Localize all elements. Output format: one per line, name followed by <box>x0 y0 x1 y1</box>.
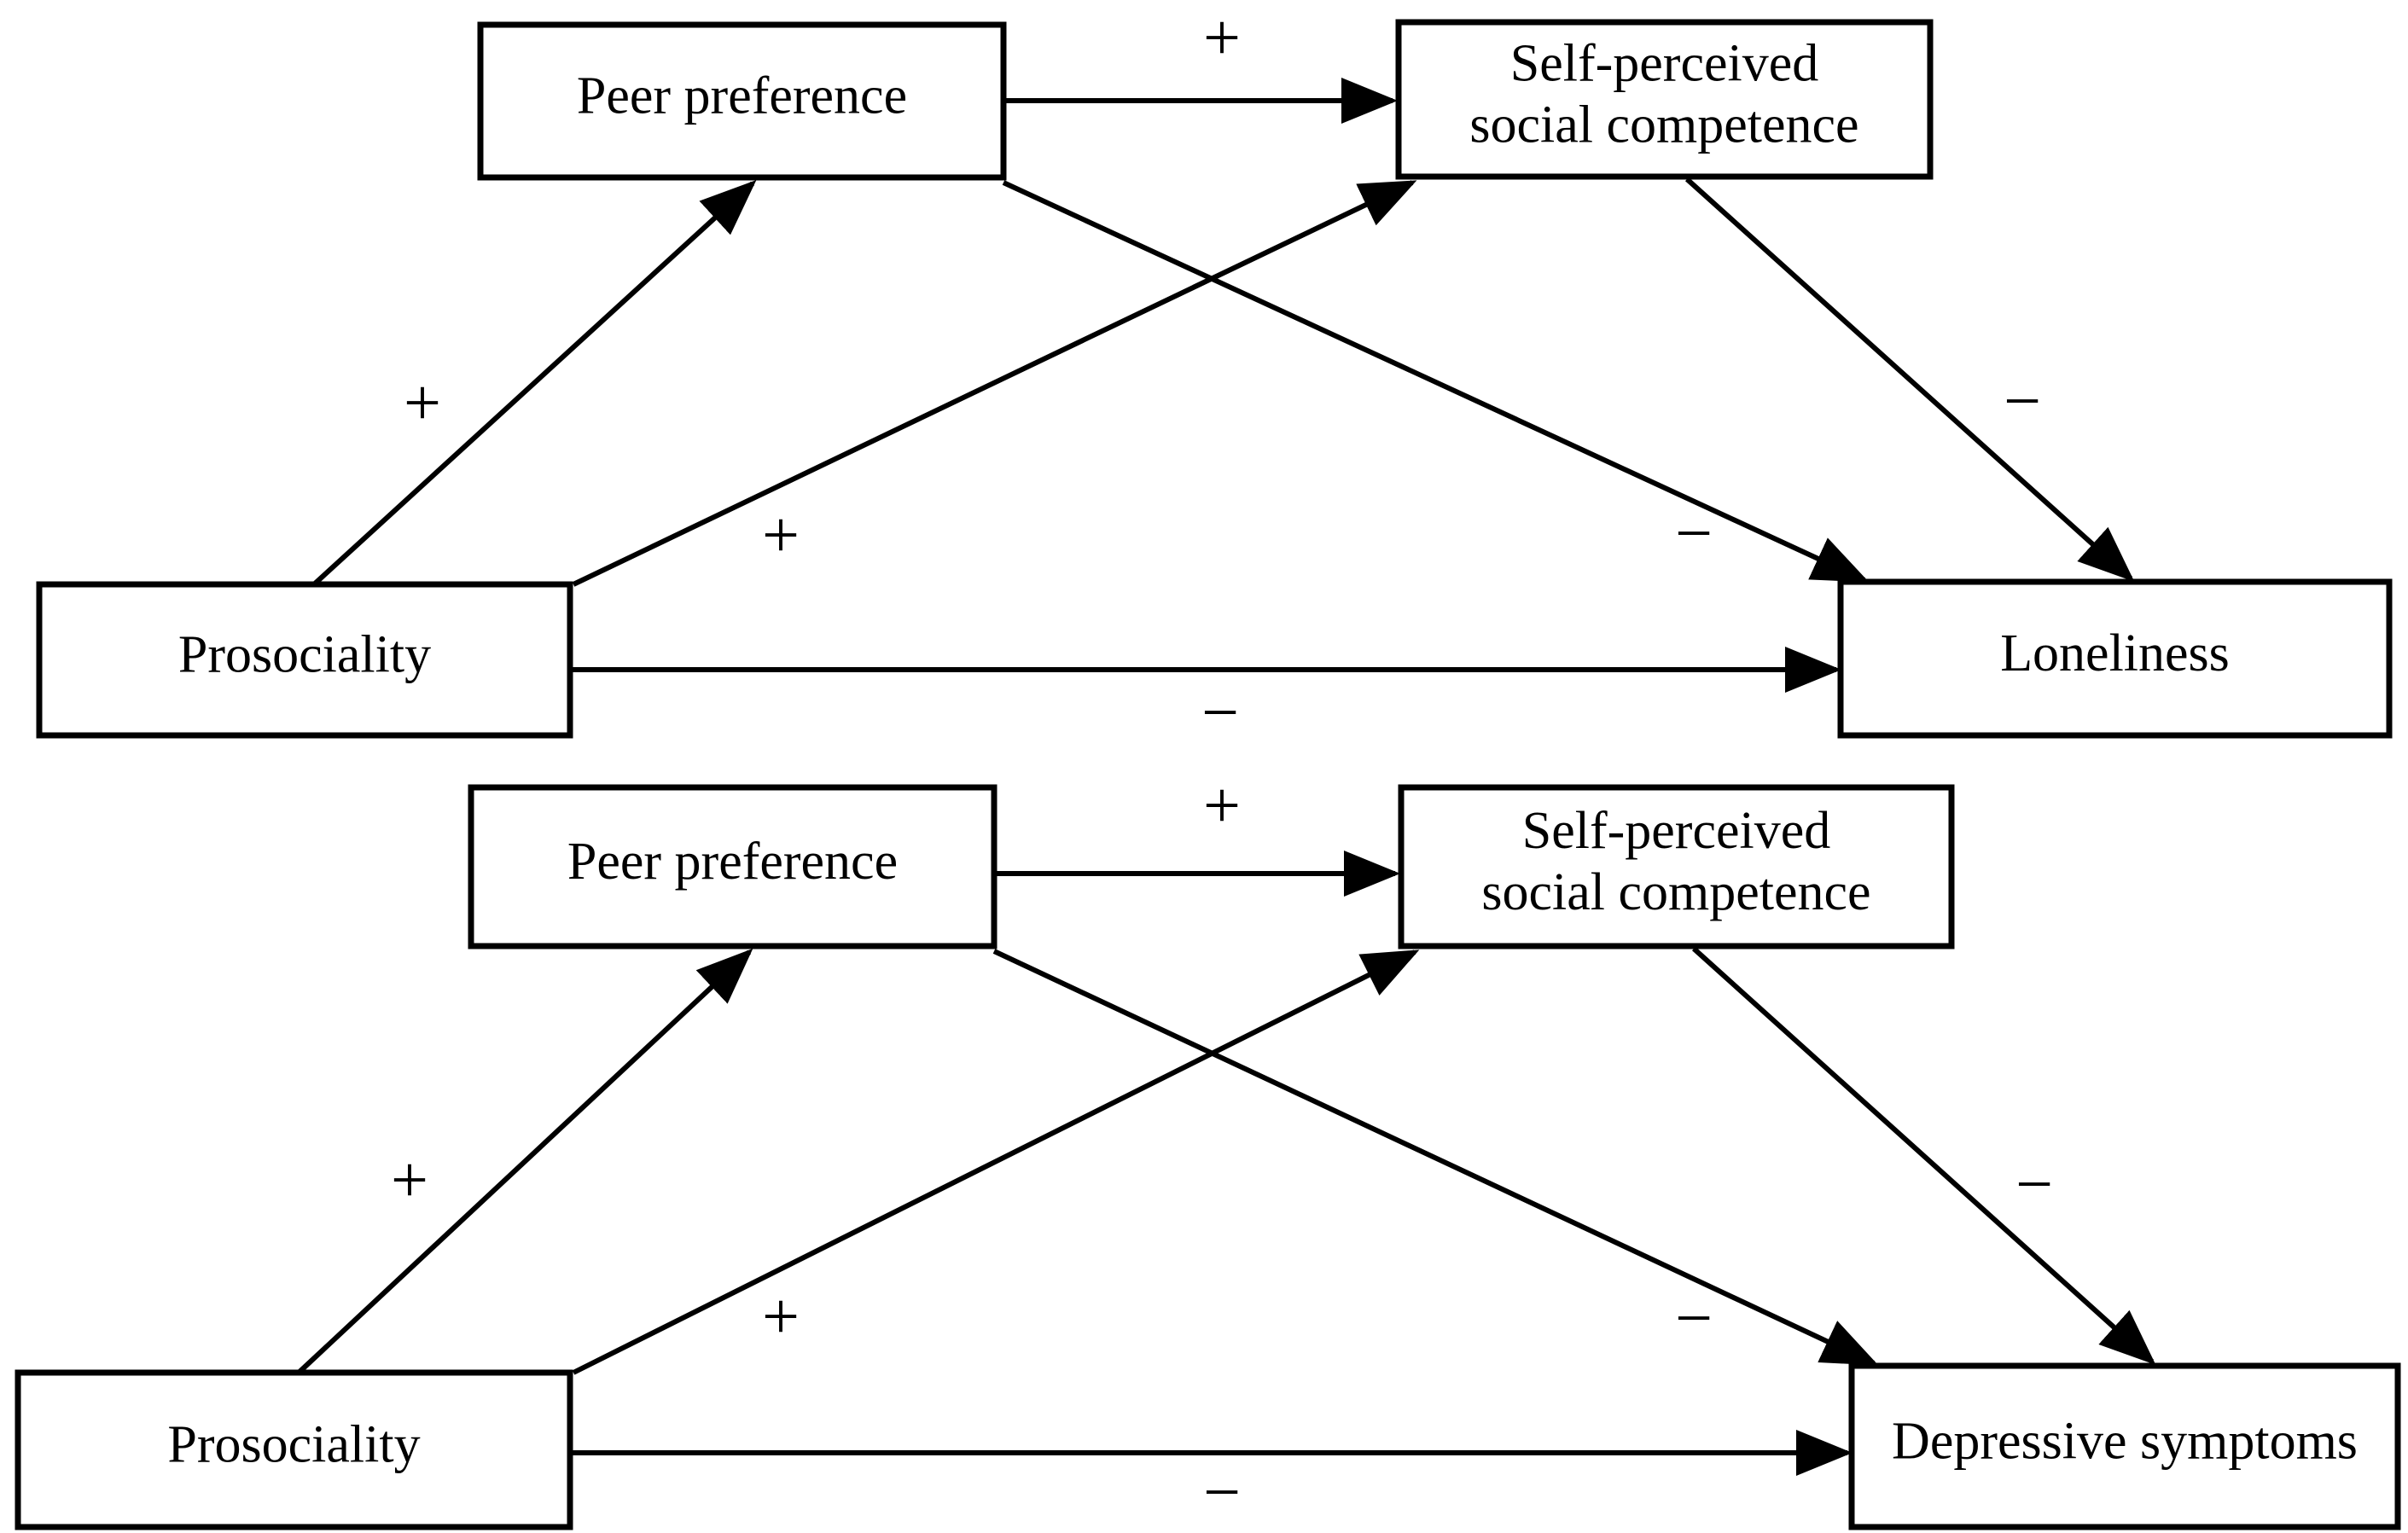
node-prosociality: Prosociality <box>36 581 573 739</box>
path-sign-prosociality-to-peer-preference: + <box>404 365 441 439</box>
node-box-prosociality-2 <box>15 1369 573 1530</box>
path-arrow-prosociality-to-self-perceived-2 <box>572 949 1420 1375</box>
path-arrow-prosociality-to-peer-preference <box>311 179 757 587</box>
path-sign-prosociality-to-self-perceived-2: + <box>762 1279 800 1353</box>
path-arrow-self-perceived-to-depressive <box>1691 946 2156 1366</box>
signs-layer: + + + − − − + + + − − − <box>391 0 2053 1529</box>
node-peer-preference: Peer preference <box>477 21 1007 181</box>
path-arrow-self-perceived-to-loneliness <box>1684 177 2135 583</box>
node-label-peer-preference: Peer preference <box>577 67 907 125</box>
path-sign-peer-preference-to-depressive: − <box>1675 1280 1713 1355</box>
path-arrow-peer-preference-to-loneliness <box>1002 180 1870 583</box>
path-sign-self-perceived-to-depressive: − <box>2015 1147 2053 1221</box>
node-label-self-perceived-social-competence-2: Self-perceived <box>1522 802 1830 860</box>
node-label-self-perceived-social-competence: social competence <box>1469 96 1858 154</box>
node-label-self-perceived-social-competence: Self-perceived <box>1510 35 1818 93</box>
path-sign-prosociality-to-peer-preference-2: + <box>391 1142 428 1217</box>
node-box-self-perceived-social-competence-2 <box>1398 784 1955 949</box>
path-sign-peer-preference-to-self-perceived: + <box>1203 0 1241 74</box>
path-sign-self-perceived-to-loneliness: − <box>2004 363 2041 438</box>
node-label-self-perceived-social-competence-2: social competence <box>1481 863 1870 921</box>
path-sign-prosociality-to-loneliness: − <box>1201 675 1239 749</box>
node-peer-preference-2: Peer preference <box>468 784 998 949</box>
path-arrow-prosociality-to-self-perceived <box>572 180 1417 587</box>
path-arrow-prosociality-to-peer-preference-2 <box>296 948 753 1375</box>
path-sign-prosociality-to-depressive: − <box>1203 1455 1241 1529</box>
node-label-loneliness: Loneliness <box>2000 624 2230 682</box>
path-sign-peer-preference-to-self-perceived-2: + <box>1203 768 1241 842</box>
node-prosociality-2: Prosociality <box>15 1369 573 1530</box>
node-label-prosociality-2: Prosociality <box>167 1416 420 1474</box>
node-depressive-symptoms: Depressive symptoms <box>1848 1362 2401 1530</box>
node-loneliness: Loneliness <box>1837 578 2393 739</box>
node-box-self-perceived-social-competence <box>1395 19 1934 180</box>
path-arrow-peer-preference-to-depressive <box>992 949 1879 1366</box>
edges-layer <box>296 78 2156 1476</box>
path-sign-prosociality-to-self-perceived: + <box>762 497 800 572</box>
node-label-prosociality: Prosociality <box>178 626 431 684</box>
path-sign-peer-preference-to-loneliness: − <box>1675 496 1713 570</box>
node-box-peer-preference <box>477 21 1007 181</box>
node-box-peer-preference-2 <box>468 784 998 949</box>
node-label-peer-preference-2: Peer preference <box>567 833 898 891</box>
node-box-loneliness <box>1837 578 2393 739</box>
node-label-depressive-symptoms: Depressive symptoms <box>1892 1413 2358 1471</box>
node-box-prosociality <box>36 581 573 739</box>
node-box-depressive-symptoms <box>1848 1362 2401 1530</box>
